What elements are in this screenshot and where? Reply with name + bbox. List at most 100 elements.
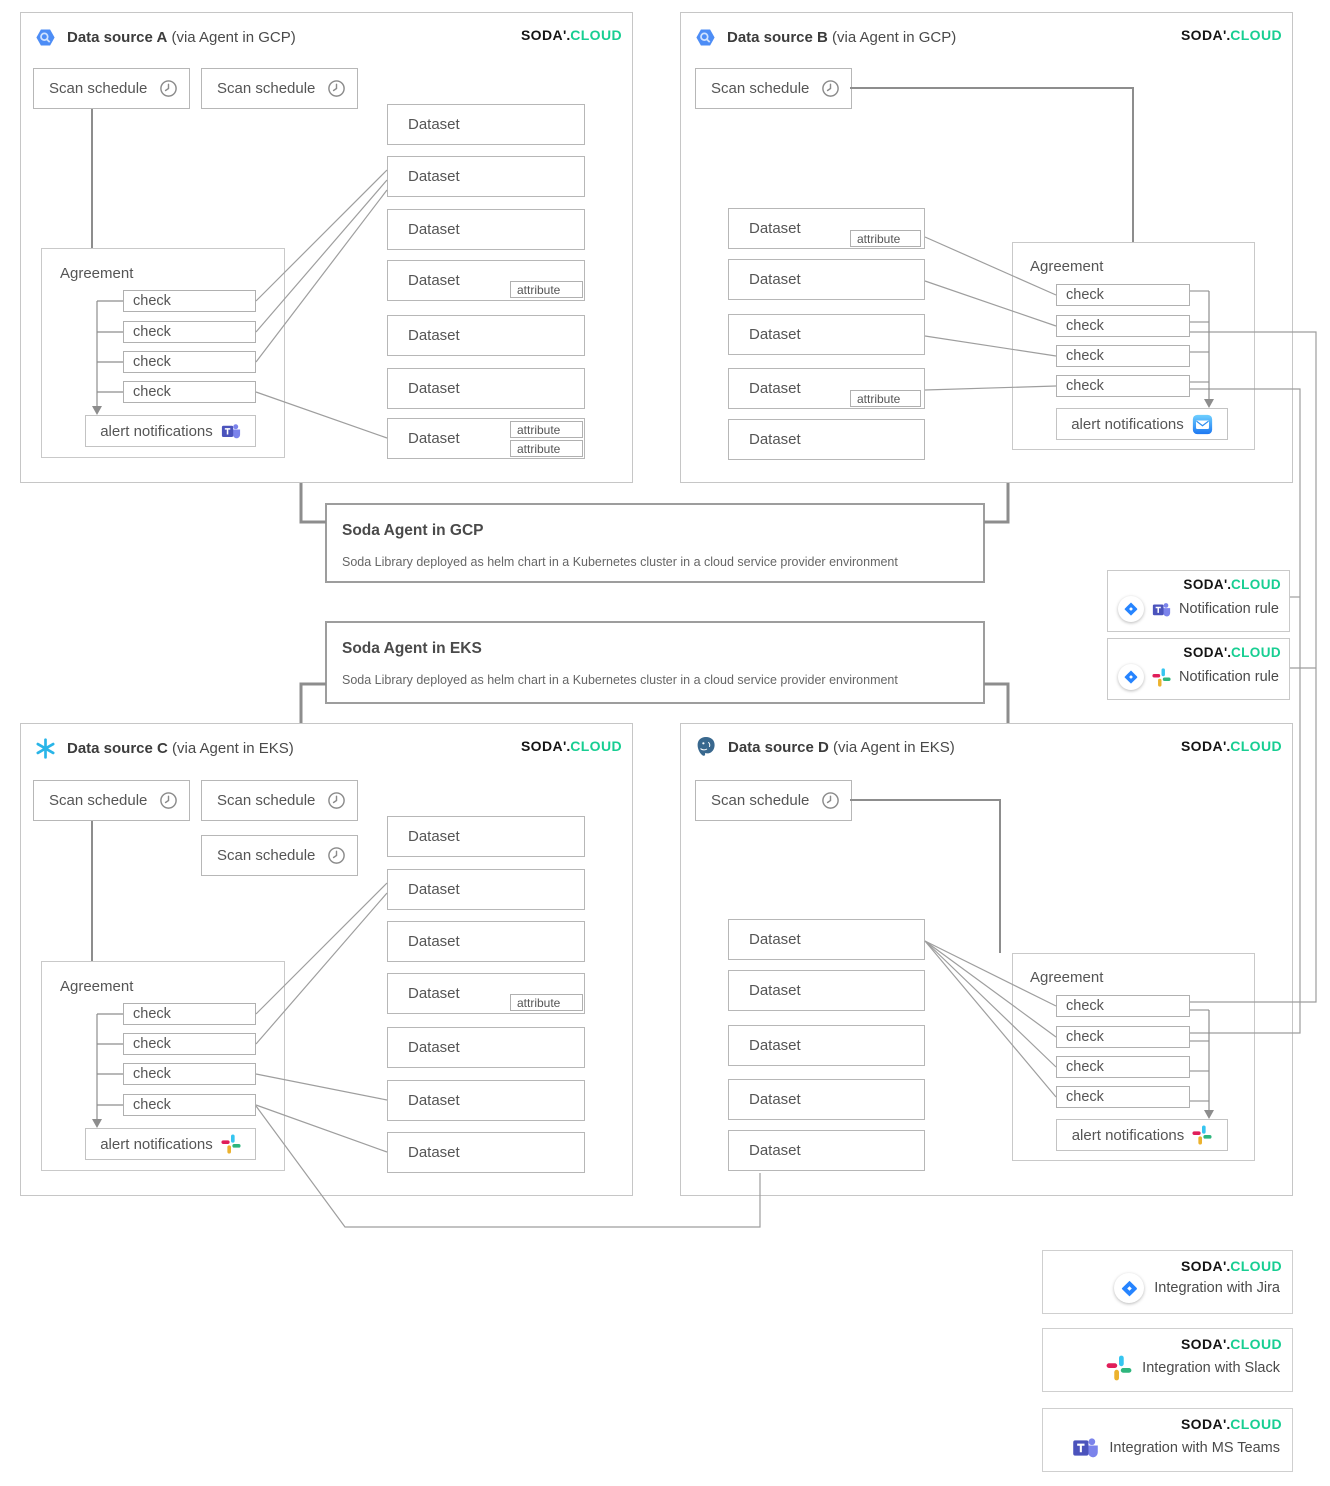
dataset-box: Dataset [387,209,585,250]
alert-notifications-box: alert notifications [85,415,256,447]
attribute-box: attribute [510,281,583,298]
check-box: check [123,1063,256,1085]
dataset-box: Dataset [728,1079,925,1120]
integration-jira-card: SODA'.CLOUD Integration with Jira [1042,1250,1293,1314]
dataset-box: Dataset [728,314,925,355]
dataset-box: Dataset [387,973,585,1014]
agreement-label: Agreement [1030,969,1104,986]
check-box: check [123,351,256,373]
scan-schedule-label: Scan schedule [711,792,810,809]
scan-schedule-label: Scan schedule [217,80,316,97]
agent-eks-description: Soda Library deployed as helm chart in a… [342,673,898,687]
check-box: check [123,321,256,343]
panel-c-header: Data source C (via Agent in EKS) [34,737,294,760]
agreement-label: Agreement [1030,258,1104,275]
scan-schedule-box: Scan schedule [201,835,358,876]
clock-icon [822,792,839,809]
alert-notifications-box: alert notifications [1056,1119,1228,1151]
soda-cloud-logo: SODA'.CLOUD [1180,1416,1282,1432]
alert-notifications-label: alert notifications [100,1135,213,1153]
dataset-box: Dataset [387,156,585,197]
agent-gcp-title: Soda Agent in GCP [342,522,484,539]
alert-notifications-box: alert notifications [1056,408,1228,440]
check-box: check [1056,1056,1190,1078]
agreement-label: Agreement [60,265,134,282]
attribute-box: attribute [510,421,583,438]
notification-rule-row: Notification rule [1118,664,1279,690]
soda-agent-eks-box: Soda Agent in EKS Soda Library deployed … [325,621,985,704]
dataset-box: Dataset [387,368,585,409]
notification-rule-label: Notification rule [1179,601,1279,617]
ms-teams-icon [1073,1438,1099,1458]
integration-row: Integration with MS Teams [1072,1434,1280,1461]
clock-icon [160,792,177,809]
scan-schedule-box: Scan schedule [695,68,852,109]
soda-cloud-logo: SODA'.CLOUD [1180,27,1282,43]
soda-cloud-logo: SODA'.CLOUD [1180,738,1282,754]
dataset-box: Dataset [387,104,585,145]
scan-schedule-box: Scan schedule [33,780,190,821]
slack-icon [1152,667,1171,687]
clock-icon [328,792,345,809]
scan-schedule-box: Scan schedule [201,780,358,821]
dataset-box: Dataset [728,368,925,409]
notification-rule-card: SODA'.CLOUD Notification rule [1107,570,1290,632]
agreement-label: Agreement [60,978,134,995]
alert-notifications-label: alert notifications [1071,1126,1185,1144]
scan-schedule-label: Scan schedule [217,792,316,809]
attribute-box: attribute [850,390,921,407]
clock-icon [328,847,345,864]
soda-agent-gcp-box: Soda Agent in GCP Soda Library deployed … [325,503,985,583]
attribute-box: attribute [510,440,583,457]
agent-eks-title: Soda Agent in EKS [342,640,482,657]
soda-cloud-logo: SODA'.CLOUD [1183,577,1281,592]
integration-slack-label: Integration with Slack [1142,1360,1280,1376]
bigquery-icon [696,29,715,46]
panel-a-header: Data source A (via Agent in GCP) [34,26,296,49]
jira-icon [1114,1273,1145,1303]
jira-icon [1118,664,1144,690]
dataset-box: Dataset [728,970,925,1011]
dataset-box: Dataset [387,1080,585,1121]
postgresql-icon [697,737,715,756]
check-box: check [1056,345,1190,367]
ms-teams-icon [1152,602,1171,616]
dataset-box: Dataset [387,1027,585,1068]
scan-schedule-label: Scan schedule [711,80,810,97]
scan-schedule-label: Scan schedule [217,847,316,864]
dataset-box: Dataset [387,869,585,910]
integration-row: Integration with Jira [1114,1273,1280,1303]
integration-ms-teams-card: SODA'.CLOUD Integration with MS Teams [1042,1408,1293,1472]
slack-icon [221,1134,241,1154]
check-box: check [123,1033,256,1055]
dataset-box: Dataset [387,1132,585,1173]
check-box: check [123,1003,256,1025]
panel-c-title: Data source C (via Agent in EKS) [67,740,294,757]
panel-b-title: Data source B (via Agent in GCP) [727,29,957,46]
snowflake-icon [36,738,55,759]
dataset-box: Dataset [387,315,585,356]
panel-d-header: Data source D (via Agent in EKS) [694,735,955,759]
notification-rule-row: Notification rule [1118,596,1279,622]
slack-icon [1192,1125,1212,1145]
agent-gcp-description: Soda Library deployed as helm chart in a… [342,555,898,569]
integration-ms-teams-label: Integration with MS Teams [1109,1439,1280,1456]
notification-rule-card: SODA'.CLOUD Notification rule [1107,638,1290,700]
scan-schedule-label: Scan schedule [49,80,148,97]
panel-a-title: Data source A (via Agent in GCP) [67,29,296,46]
clock-icon [160,80,177,97]
attribute-box: attribute [850,230,921,247]
notification-rule-label: Notification rule [1179,669,1279,685]
dataset-box: Dataset [728,1130,925,1171]
check-box: check [1056,995,1190,1017]
attribute-box: attribute [510,994,583,1011]
dataset-box: Dataset [728,1025,925,1066]
jira-icon [1118,596,1144,622]
dataset-box: Dataset [728,259,925,300]
scan-schedule-label: Scan schedule [49,792,148,809]
alert-notifications-label: alert notifications [100,422,213,440]
check-box: check [123,1094,256,1116]
soda-cloud-logo: SODA'.CLOUD [1180,1258,1282,1274]
soda-cloud-logo: SODA'.CLOUD [1180,1336,1282,1352]
